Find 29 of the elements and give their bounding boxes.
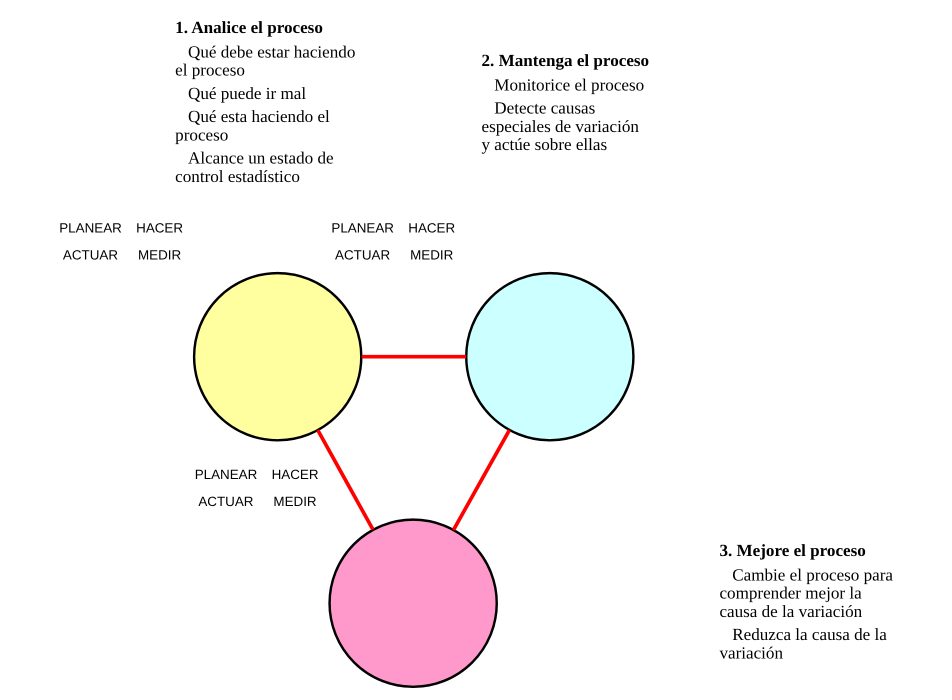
label: Qué debe estar haciendo el proceso xyxy=(175,42,356,80)
node-label: ACTUAR xyxy=(198,494,254,509)
node-label: PLANEAR xyxy=(194,467,258,482)
node-circle xyxy=(192,272,363,442)
node-label: MEDIR xyxy=(410,247,454,262)
connector xyxy=(316,429,375,530)
label: Reduzca la causa de la variación xyxy=(719,625,887,662)
label: 1. Analice el proceso xyxy=(175,18,323,37)
node-label: PLANEAR xyxy=(331,220,394,236)
node-circle xyxy=(465,272,635,442)
node-label: HACER xyxy=(408,220,456,236)
label: 3. Mejore el proceso xyxy=(719,540,866,560)
connector xyxy=(452,429,511,531)
label: Cambie el proceso para comprender mejor la causa de la variación xyxy=(719,565,894,621)
label: Alcance un estado de control estadístico xyxy=(175,148,334,186)
label: Qué puede ir mal xyxy=(188,84,306,103)
node-label: ACTUAR xyxy=(335,247,390,262)
node-label: HACER xyxy=(136,220,184,236)
node-label: ACTUAR xyxy=(62,247,118,262)
label: Detecte causas especiales de variación y actúe sobre ellas xyxy=(481,98,639,154)
connector xyxy=(362,354,466,359)
node-label: PLANEAR xyxy=(59,220,122,236)
node-label: MEDIR xyxy=(138,247,182,262)
node-label: MEDIR xyxy=(273,494,317,509)
label: Qué esta haciendo el proceso xyxy=(175,107,330,144)
label: Monitorice el proceso xyxy=(494,75,644,94)
node-circle xyxy=(328,518,498,688)
node-label: HACER xyxy=(272,467,319,482)
label: 2. Mantenga el proceso xyxy=(481,50,650,70)
